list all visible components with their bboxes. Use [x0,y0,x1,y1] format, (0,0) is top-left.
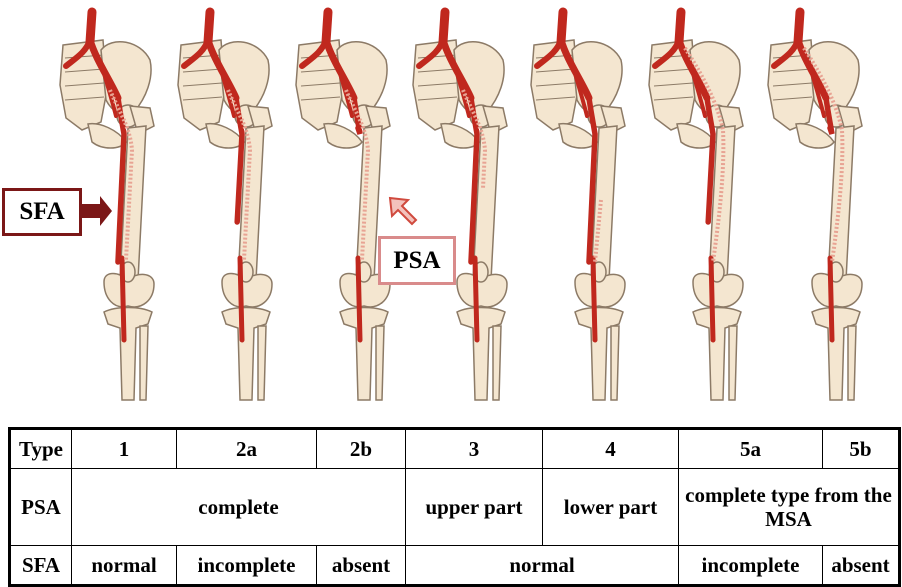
type-header: Type [10,429,72,469]
leg-panel-type-5b [768,12,862,400]
sfa-cell: absent [317,546,406,586]
sfa-cell: normal [72,546,177,586]
popliteal-artery [711,258,713,340]
fibula [729,326,737,400]
fibula [140,326,148,400]
sfa-callout-label: SFA [2,188,82,236]
popliteal-artery [240,258,242,340]
popliteal-artery [830,258,832,340]
sfa-cell: normal [406,546,679,586]
popliteal-artery [358,258,360,340]
superficial-femoral-artery [707,98,713,222]
fibula [848,326,856,400]
type-cell: 2b [317,429,406,469]
fibula [611,326,619,400]
leg-panel-type-2b [296,12,390,400]
leg-panel-type-3 [413,12,507,400]
psa-cell: complete type from the MSA [679,469,900,546]
popliteal-artery [475,258,477,340]
psa-callout-label: PSA [378,236,456,285]
type-cell: 2a [177,429,317,469]
type-cell: 3 [406,429,543,469]
type-cell: 5a [679,429,823,469]
leg-panel-type-4 [531,12,625,400]
type-cell: 4 [543,429,679,469]
leg-panel-type-5a [649,12,743,400]
popliteal-artery [122,258,124,340]
psa-arrow-icon [390,198,416,224]
sfa-arrow-icon [82,196,112,226]
psa-cell: lower part [543,469,679,546]
sfa-row: SFA normal incomplete absent normal inco… [10,546,900,586]
anatomy-illustrations [0,0,902,405]
psa-cell: upper part [406,469,543,546]
type-cell: 5b [823,429,900,469]
fibula [376,326,384,400]
leg-panel-type-2a [178,12,272,400]
sfa-cell: absent [823,546,900,586]
popliteal-artery [593,258,595,340]
fibula [258,326,266,400]
classification-table: Type 1 2a 2b 3 4 5a 5b PSA complete uppe… [8,427,901,587]
sfa-cell: incomplete [177,546,317,586]
type-row: Type 1 2a 2b 3 4 5a 5b [10,429,900,469]
type-cell: 1 [72,429,177,469]
psa-header: PSA [10,469,72,546]
sfa-cell: incomplete [679,546,823,586]
sfa-header: SFA [10,546,72,586]
fibula [493,326,501,400]
psa-cell: complete [72,469,406,546]
psa-row: PSA complete upper part lower part compl… [10,469,900,546]
